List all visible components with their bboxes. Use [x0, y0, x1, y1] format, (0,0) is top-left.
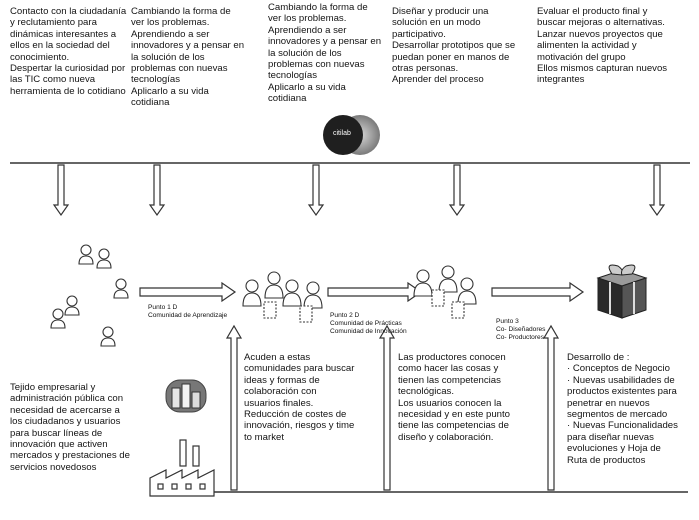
down-arrow-2	[148, 164, 166, 217]
stage-3-label: Punto 3 Co- Diseñadores Co- Productores	[496, 318, 546, 341]
flow-arrow-2	[327, 281, 423, 303]
column-4-text: Diseñar y producir una solución en un mo…	[392, 6, 516, 86]
factory-icon	[149, 439, 215, 497]
down-arrow-4	[448, 164, 466, 217]
up-arrow-3	[542, 324, 560, 491]
logo-label: citilab	[333, 130, 351, 137]
people-group-1-icon	[50, 244, 129, 347]
column-1-text: Contacto con la ciudadanía y reclutamien…	[10, 6, 127, 97]
down-arrow-1	[52, 164, 70, 217]
bottom-text-2: Acuden a estas comunidades para buscar i…	[244, 352, 355, 443]
people-group-3-icon	[413, 265, 477, 319]
bottom-text-3: Las productores conocen como hacer las c…	[398, 352, 511, 443]
column-2-text: Cambiando la forma de ver los problemas.…	[131, 6, 245, 109]
citilab-logo-icon	[323, 115, 380, 155]
gift-box-icon	[596, 264, 648, 319]
people-group-2-icon	[242, 271, 323, 323]
flow-arrow-3	[491, 281, 585, 303]
stage-2-label: Punto 2 D Comunidad de Prácticas Comunid…	[330, 312, 407, 335]
down-arrow-3	[307, 164, 325, 217]
up-arrow-2	[378, 324, 396, 491]
flow-arrow-1	[139, 281, 237, 303]
up-arrow-1	[225, 324, 243, 491]
column-3-text: Cambiando la forma de ver los problemas.…	[268, 2, 382, 105]
column-5-text: Evaluar el producto final y buscar mejor…	[537, 6, 668, 86]
stage-1-label: Punto 1 D Comunidad de Aprendizaje	[148, 304, 228, 319]
city-buildings-icon	[165, 379, 207, 413]
down-arrow-5	[648, 164, 666, 217]
bottom-text-4: Desarrollo de : · Conceptos de Negocio ·…	[567, 352, 678, 466]
bottom-text-1: Tejido empresarial y administración públ…	[10, 382, 130, 473]
